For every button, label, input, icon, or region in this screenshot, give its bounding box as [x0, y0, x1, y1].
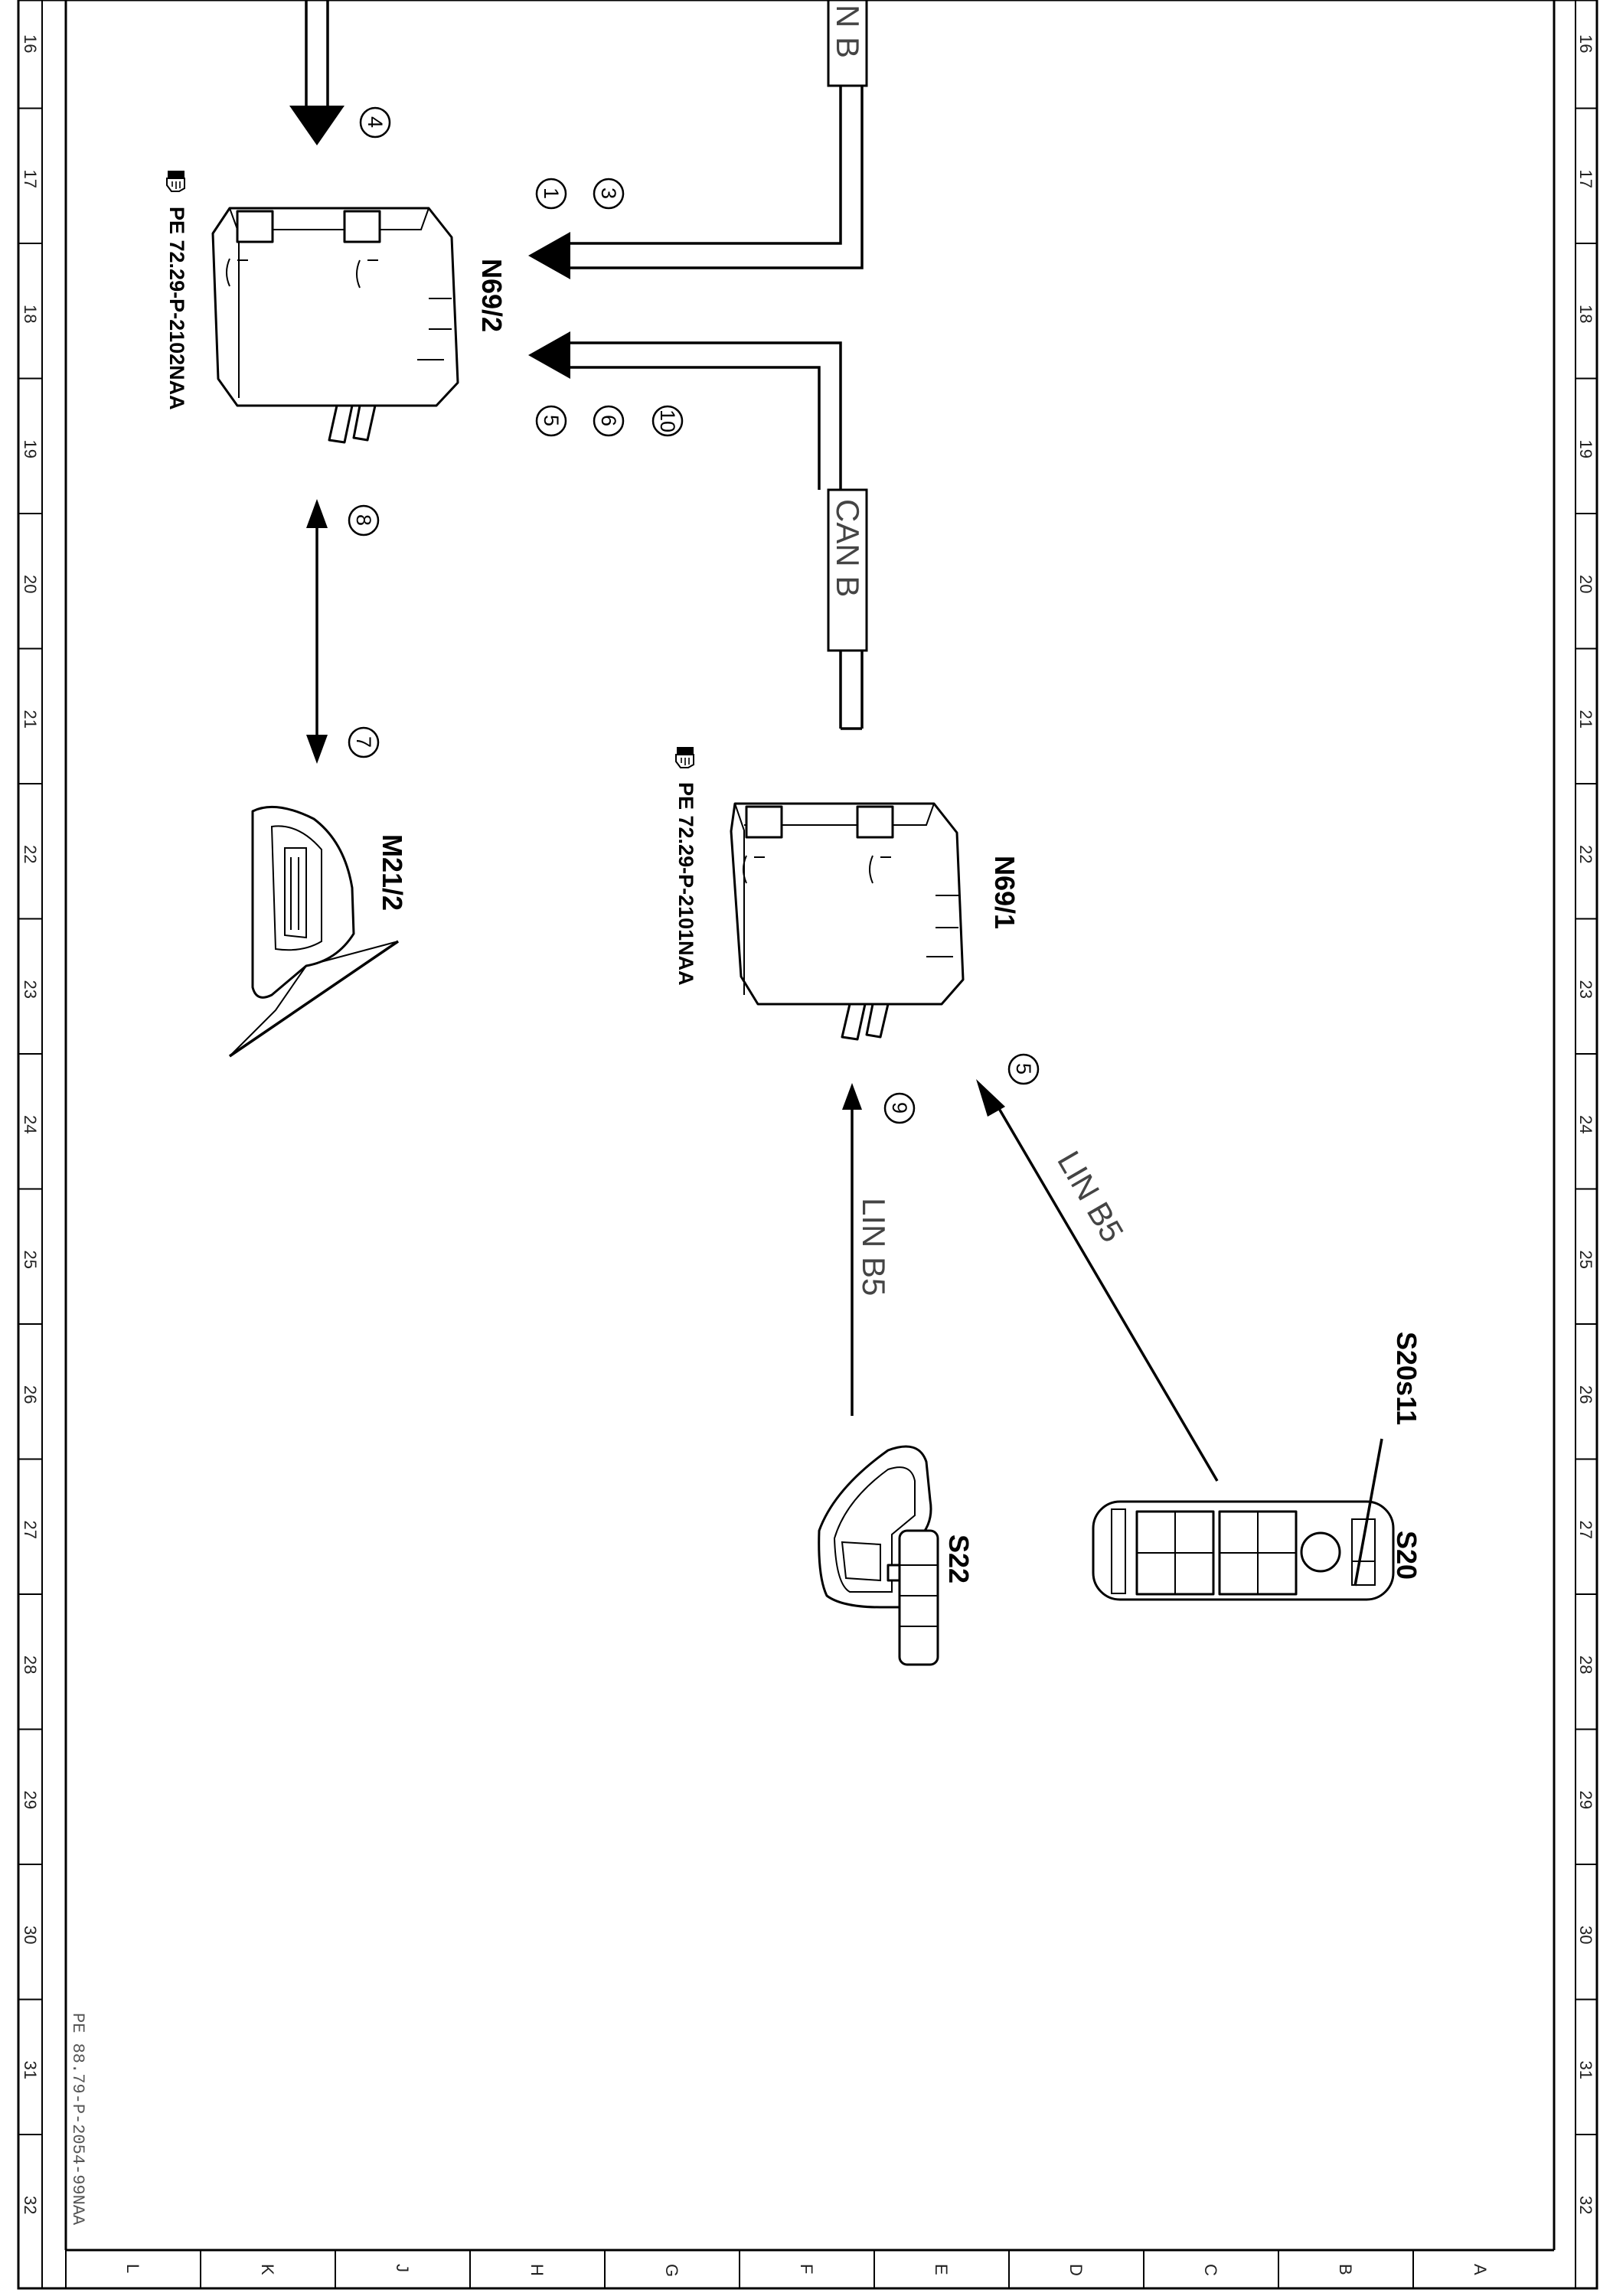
svg-text:N B: N B: [830, 5, 866, 58]
grid-row-number: 30: [21, 1926, 40, 1944]
svg-text:10: 10: [656, 409, 679, 432]
grid-column-letter: C: [1201, 2264, 1220, 2276]
can-top-label: N B: [827, 0, 868, 87]
grid-column-letter: K: [258, 2264, 277, 2275]
n69-2-control-unit: [211, 207, 459, 444]
svg-text:9: 9: [888, 1102, 911, 1114]
grid-row-number: 21: [1576, 710, 1595, 729]
n69-1-label: N69/1: [989, 856, 1020, 929]
grid-row-number: 23: [21, 980, 40, 999]
svg-text:5: 5: [540, 415, 563, 426]
m21-2-mirror: [229, 805, 399, 1058]
grid-row-number: 27: [1576, 1521, 1595, 1539]
s22-seat-switch: [818, 1445, 939, 1666]
callout-5: 5: [535, 405, 567, 437]
grid-row-number: 20: [21, 575, 40, 593]
grid-row-number: 27: [21, 1521, 40, 1539]
grid-column-letter: L: [123, 2264, 142, 2273]
grid-column-letter: G: [662, 2264, 681, 2277]
callout-8: 8: [348, 504, 380, 536]
grid-row-number: 20: [1576, 575, 1595, 593]
n69-2-reference: PE 72.29-P-2102NAA: [165, 207, 188, 410]
grid-row-number: 24: [1576, 1115, 1595, 1133]
callout-9: 9: [883, 1092, 916, 1124]
n69-2-label: N69/2: [476, 259, 508, 332]
drawing-frame: [17, 0, 1598, 2290]
grid-row-number: 24: [21, 1115, 40, 1133]
n69-1-control-unit: [730, 802, 965, 1041]
grid-column-letter: F: [797, 2264, 816, 2274]
grid-column-letter: B: [1336, 2264, 1355, 2275]
can-bus-wires: [528, 0, 864, 730]
svg-text:7: 7: [352, 736, 375, 748]
svg-text:8: 8: [352, 514, 375, 526]
grid-row-number: 32: [1576, 2196, 1595, 2214]
s22-label: S22: [943, 1534, 975, 1583]
callout-5b: 5: [1007, 1053, 1040, 1085]
m21-2-label: M21/2: [377, 834, 408, 911]
grid-row-number: 21: [21, 710, 40, 729]
callout-10: 10: [651, 405, 684, 437]
s20-window-switch-panel: [1092, 1438, 1395, 1601]
document-id: PE 88.79-P-2054-99NAA: [68, 2013, 87, 2226]
can-mid-label: CAN B: [827, 488, 868, 652]
grid-row-number: 29: [1576, 1791, 1595, 1809]
grid-row-number: 17: [1576, 170, 1595, 188]
svg-text:4: 4: [364, 116, 387, 128]
grid-row-number: 16: [1576, 34, 1595, 53]
callout-6: 6: [593, 405, 625, 437]
grid-row-number: 19: [1576, 440, 1595, 458]
grid-row-number: 19: [21, 440, 40, 458]
grid-row-number: 26: [21, 1385, 40, 1404]
svg-text:CAN B: CAN B: [830, 499, 866, 597]
grid-row-number: 16: [21, 34, 40, 53]
reference-hand-icon: [166, 170, 185, 192]
callout-1: 1: [535, 178, 567, 210]
grid-row-number: 18: [1576, 305, 1595, 323]
grid-row-number: 17: [21, 170, 40, 188]
svg-text:6: 6: [597, 415, 620, 426]
s20-label: S20: [1391, 1531, 1422, 1580]
grid-row-number: 28: [1576, 1655, 1595, 1674]
callout-7: 7: [348, 726, 380, 758]
lin-bus-arrows: [842, 1079, 1219, 1482]
grid-row-number: 22: [1576, 845, 1595, 863]
grid-column-letter: H: [527, 2264, 547, 2276]
lin-bus-label-a: LIN B5: [856, 1198, 892, 1296]
svg-text:3: 3: [597, 188, 620, 199]
s20s11-label: S20s11: [1391, 1332, 1422, 1425]
svg-text:5: 5: [1012, 1063, 1035, 1075]
svg-text:1: 1: [540, 188, 563, 199]
n69-1-reference: PE 72.29-P-2101NAA: [674, 782, 697, 986]
grid-row-number: 23: [1576, 980, 1595, 999]
grid-column-letter: D: [1066, 2264, 1086, 2276]
grid-row-number: 22: [21, 845, 40, 863]
grid-row-number: 32: [21, 2196, 40, 2214]
incoming-wire: [289, 0, 344, 145]
callout-3: 3: [593, 178, 625, 210]
grid-row-number: 29: [21, 1791, 40, 1809]
grid-column-letter: A: [1471, 2264, 1490, 2275]
grid-row-number: 18: [21, 305, 40, 323]
grid-row-number: 25: [1576, 1251, 1595, 1269]
reference-hand-icon: [675, 746, 694, 768]
bidirectional-arrow: [306, 499, 328, 764]
grid-row-number: 26: [1576, 1385, 1595, 1404]
grid-row-number: 31: [21, 2061, 40, 2079]
grid-row-number: 28: [21, 1655, 40, 1674]
grid-row-number: 31: [1576, 2061, 1595, 2079]
grid-column-letter: E: [932, 2264, 951, 2275]
grid-column-letter: J: [393, 2264, 412, 2272]
grid-row-number: 25: [21, 1251, 40, 1269]
callout-4: 4: [359, 106, 391, 139]
grid-row-number: 30: [1576, 1926, 1595, 1944]
lin-bus-label-b: LIN B5: [1050, 1145, 1131, 1248]
